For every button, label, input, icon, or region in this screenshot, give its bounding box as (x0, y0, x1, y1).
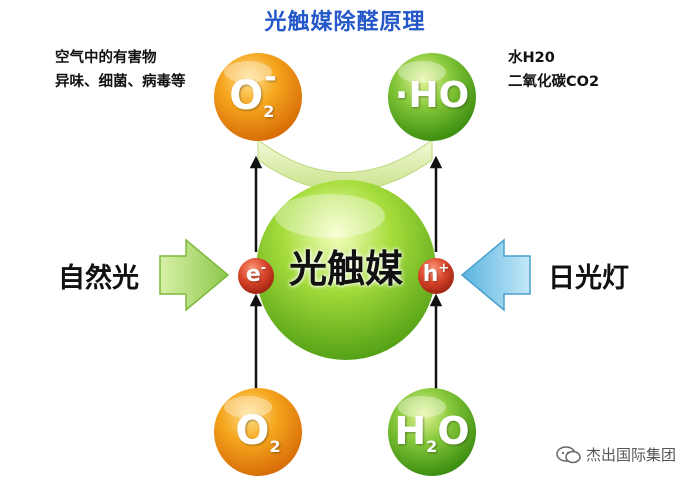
h2o-sub: 2 (426, 437, 438, 456)
diagram-title: 光触媒除醛原理 (264, 10, 426, 35)
photocatalyst-label-box: 光触媒 (256, 240, 436, 300)
o2-minus-ball (214, 53, 302, 141)
photocatalyst-label: 光触媒 (288, 247, 403, 291)
harmful-substances-note: 空气中的有害物 异味、细菌、病毒等 (55, 46, 186, 94)
o2-ball (214, 388, 302, 476)
natural-light-arrow (159, 238, 230, 312)
ho-radical-label: ·HO (388, 60, 476, 136)
o2-minus-main: O (229, 73, 264, 119)
electron-main: e (245, 262, 261, 287)
watermark: 杰出国际集团 (556, 444, 676, 465)
products-note: 水H20 二氧化碳CO2 (508, 46, 599, 94)
ho-radical-text: ·HO (394, 75, 470, 116)
o2-sub: 2 (269, 437, 281, 456)
electron-sup: - (260, 261, 267, 276)
hole-main: h (422, 262, 439, 287)
h2o-tail: O (437, 409, 470, 453)
hole-label: h+ (418, 258, 454, 294)
o2-main: O (235, 408, 270, 454)
products-note-line2: 二氧化碳CO2 (508, 74, 600, 90)
harmful-note-line1: 空气中的有害物 (55, 50, 157, 66)
o2-minus-sub: 2 (263, 102, 275, 121)
watermark-text: 杰出国际集团 (585, 446, 676, 464)
photocatalyst-ball (256, 180, 436, 360)
lamp-light-arrow (460, 238, 531, 312)
natural-light-label: 自然光 (58, 263, 139, 294)
wechat-icon (556, 445, 581, 463)
h2o-main: H (394, 409, 427, 453)
fluorescent-lamp-label: 日光灯 (548, 263, 629, 294)
harmful-note-line2: 异味、细菌、病毒等 (55, 74, 186, 90)
h2o-label: H2O (388, 395, 476, 471)
ho-radical-ball (388, 53, 476, 141)
o2-minus-label: O2 - (214, 60, 302, 136)
electron-ball (238, 258, 274, 294)
products-note-line1: 水H20 (508, 50, 555, 66)
hole-ball (418, 258, 454, 294)
hole-sup: + (438, 261, 450, 276)
o2-minus-sup: - (264, 60, 277, 95)
h2o-ball (388, 388, 476, 476)
electron-label: e- (238, 258, 274, 294)
o2-label: O2 (214, 395, 302, 471)
